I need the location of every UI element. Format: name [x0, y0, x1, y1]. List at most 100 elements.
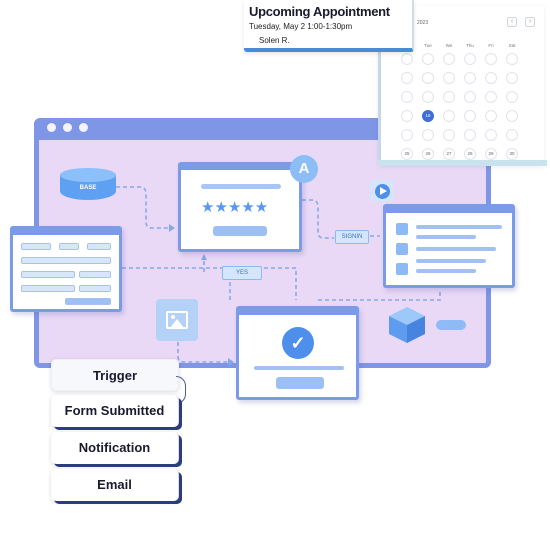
- list-line: [416, 247, 496, 251]
- workflow-step-notification[interactable]: Notification: [51, 432, 179, 464]
- form-window: [10, 226, 122, 312]
- calendar-day[interactable]: [401, 72, 413, 84]
- connector-list-success: [318, 292, 441, 301]
- check-icon: ✓: [282, 327, 314, 359]
- list-window: [383, 204, 515, 288]
- calendar-day[interactable]: [464, 129, 476, 141]
- database-label: BASE: [79, 185, 97, 191]
- workflow-step-form-submitted[interactable]: Form Submitted: [51, 395, 179, 427]
- form-field: [79, 271, 111, 278]
- calendar-bottom-bar: [378, 160, 547, 166]
- calendar-day[interactable]: [485, 72, 497, 84]
- connector-rating-signin: [302, 199, 334, 239]
- calendar-weekday: Thu: [466, 43, 474, 48]
- calendar-day[interactable]: [443, 129, 455, 141]
- calendar-day[interactable]: [506, 53, 518, 65]
- calendar-day[interactable]: [422, 72, 434, 84]
- calendar-day[interactable]: [506, 91, 518, 103]
- arrow-head-icon: [169, 224, 175, 232]
- form-field: [21, 285, 75, 292]
- avatar-badge: A: [290, 155, 318, 183]
- calendar-day[interactable]: [464, 110, 476, 122]
- signin-tag: SIGNIN: [335, 230, 369, 244]
- star-rating: ★★★★★: [201, 199, 269, 216]
- form-field: [59, 243, 79, 250]
- arrow-head-icon: [228, 358, 234, 366]
- list-line: [416, 225, 502, 229]
- calendar-day[interactable]: [422, 53, 434, 65]
- calendar-day[interactable]: 16: [422, 110, 434, 122]
- calendar-next-button[interactable]: ›: [525, 17, 535, 27]
- calendar-day[interactable]: [485, 91, 497, 103]
- cube-icon: [389, 307, 425, 343]
- appointment-title: Upcoming Appointment: [249, 4, 390, 19]
- appointment-person: Solen R.: [259, 36, 290, 45]
- calendar-day[interactable]: 26: [422, 148, 434, 160]
- calendar-year: 2023: [417, 20, 429, 26]
- calendar-day[interactable]: [422, 129, 434, 141]
- calendar-day[interactable]: [401, 91, 413, 103]
- window-dot-icon: [47, 123, 56, 132]
- toggle-pill: [436, 320, 466, 330]
- form-field: [87, 243, 111, 250]
- rating-card: ★★★★★: [178, 162, 302, 252]
- calendar-weekday: Tue: [424, 43, 432, 48]
- list-line: [416, 235, 476, 239]
- calendar-weekday: We: [445, 43, 453, 48]
- calendar-day[interactable]: [464, 72, 476, 84]
- image-icon: [156, 299, 198, 341]
- calendar-day[interactable]: 30: [506, 148, 518, 160]
- calendar-day[interactable]: [506, 129, 518, 141]
- calendar-weekday: Fri: [488, 43, 494, 48]
- workflow-step-email[interactable]: Email: [51, 469, 179, 501]
- calendar-prev-button[interactable]: ‹: [507, 17, 517, 27]
- connector-image-success: [177, 342, 232, 363]
- calendar-day[interactable]: 28: [464, 148, 476, 160]
- window-dot-icon: [63, 123, 72, 132]
- calendar-day[interactable]: [485, 53, 497, 65]
- calendar-day[interactable]: [464, 53, 476, 65]
- calendar-day[interactable]: [401, 53, 413, 65]
- form-field: [21, 257, 111, 264]
- calendar-day[interactable]: [401, 110, 413, 122]
- calendar-day[interactable]: [401, 129, 413, 141]
- success-message-line: [254, 366, 344, 370]
- connector-form-success: [122, 267, 231, 300]
- calendar-day[interactable]: 27: [443, 148, 455, 160]
- success-button: [276, 377, 324, 389]
- form-field: [21, 243, 51, 250]
- play-icon: [370, 180, 394, 202]
- database-icon: BASE: [60, 168, 116, 202]
- window-controls: [47, 123, 88, 132]
- form-field: [21, 271, 75, 278]
- calendar-weekday: Sat: [508, 43, 516, 48]
- calendar-day[interactable]: [506, 72, 518, 84]
- calendar-day[interactable]: [485, 110, 497, 122]
- form-submit-button: [65, 298, 111, 305]
- connector-yes-success: [264, 267, 297, 300]
- workflow-step-trigger[interactable]: Trigger: [51, 359, 186, 404]
- list-line: [416, 269, 476, 273]
- success-window: ✓: [236, 306, 359, 400]
- calendar-day[interactable]: [443, 72, 455, 84]
- list-line: [416, 259, 486, 263]
- rating-card-title-bar: [201, 184, 281, 189]
- calendar-day[interactable]: [422, 91, 434, 103]
- calendar-day[interactable]: [506, 110, 518, 122]
- calendar-day[interactable]: [443, 110, 455, 122]
- form-field: [79, 285, 111, 292]
- calendar-day[interactable]: [443, 53, 455, 65]
- calendar-day[interactable]: [464, 91, 476, 103]
- appointment-card[interactable]: Upcoming Appointment Tuesday, May 2 1:00…: [244, 0, 414, 52]
- list-bullet-icon: [396, 243, 408, 255]
- yes-tag: YES: [222, 266, 262, 280]
- window-dot-icon: [79, 123, 88, 132]
- calendar-day[interactable]: 29: [485, 148, 497, 160]
- connector-db-rating: [116, 186, 172, 229]
- list-bullet-icon: [396, 223, 408, 235]
- arrow-head-icon: [201, 254, 207, 260]
- appointment-time: Tuesday, May 2 1:00-1:30pm: [249, 22, 353, 31]
- calendar-day[interactable]: [485, 129, 497, 141]
- calendar-day[interactable]: [443, 91, 455, 103]
- calendar-day[interactable]: 25: [401, 148, 413, 160]
